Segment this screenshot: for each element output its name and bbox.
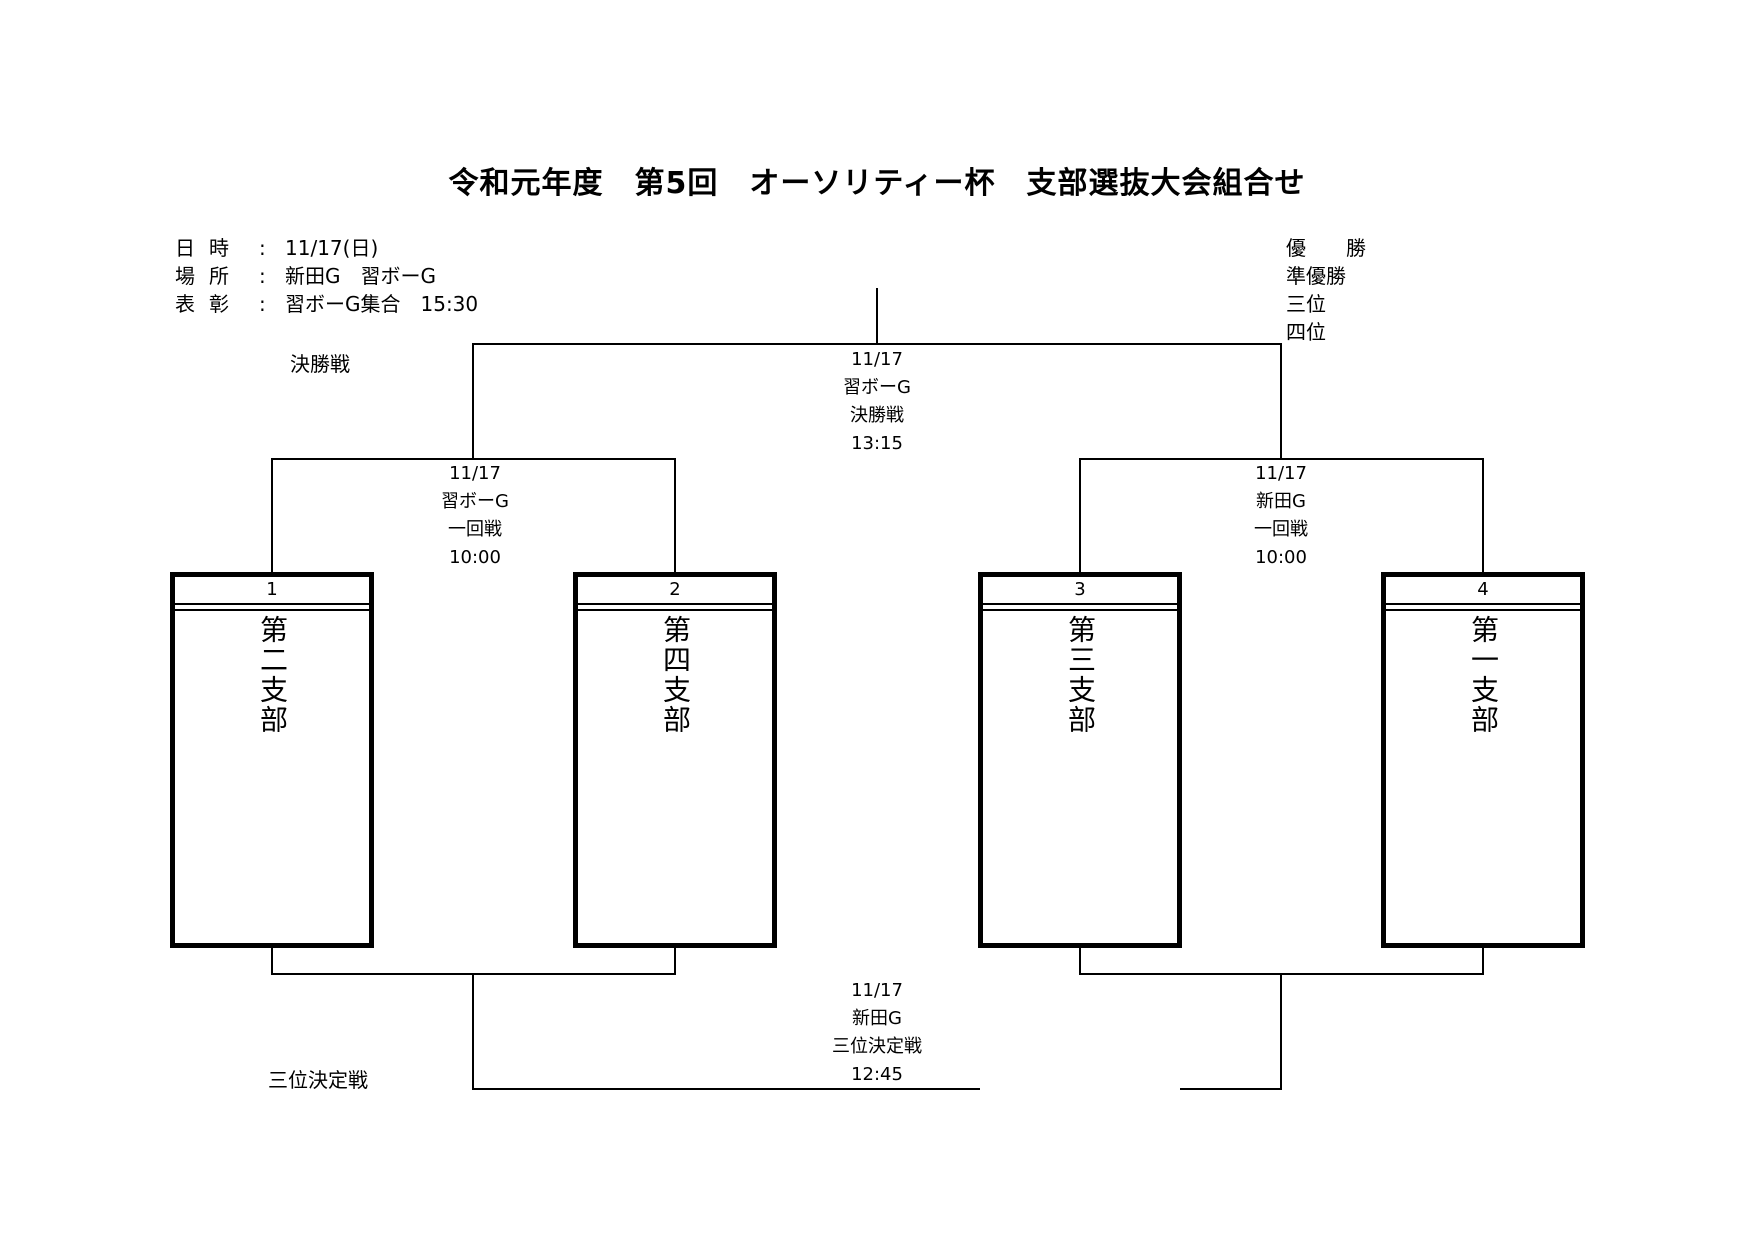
team-name: 第三支部: [1064, 615, 1097, 735]
match-time: 12:45: [851, 1064, 903, 1085]
match-round: 決勝戦: [850, 405, 904, 426]
right-match-info: 11/17 新田G 一回戦 10:00: [1201, 460, 1361, 572]
third-left-line: [472, 974, 980, 1090]
match-date: 11/17: [851, 980, 903, 1001]
match-date: 11/17: [1255, 463, 1307, 484]
match-time: 10:00: [449, 547, 501, 568]
match-time: 10:00: [1255, 547, 1307, 568]
match-venue: 新田G: [1256, 491, 1306, 512]
rank-runner-up: 準優勝: [1286, 264, 1346, 288]
rank-fourth: 四位: [1286, 320, 1326, 344]
double-rule: [578, 605, 772, 611]
info-value: 習ボーG集合 15:30: [285, 292, 479, 316]
info-key: 表彰: [175, 292, 243, 316]
match-round: 三位決定戦: [832, 1036, 922, 1057]
final-bracket-line: [472, 343, 1282, 402]
info-key: 日時: [175, 236, 243, 260]
info-colon: :: [259, 264, 266, 288]
info-colon: :: [259, 236, 266, 260]
info-row-venue: 場所: 新田G 習ボーG: [175, 262, 478, 290]
team-box-3: 3 第三支部: [978, 572, 1182, 948]
info-row-datetime: 日時:11/17(日): [175, 234, 478, 262]
match-round: 一回戦: [1254, 519, 1308, 540]
team-name: 第二支部: [256, 615, 289, 735]
match-date: 11/17: [851, 349, 903, 370]
final-match-info: 11/17 習ボーG 決勝戦 13:15: [797, 346, 957, 458]
seed-number: 4: [1386, 577, 1580, 605]
rank-list: 優 勝 準優勝 三位 四位: [1286, 234, 1366, 346]
rank-champion: 優 勝: [1286, 236, 1366, 260]
info-value: 11/17(日): [285, 236, 379, 260]
third-right-line: [1180, 974, 1282, 1090]
rank-third: 三位: [1286, 292, 1326, 316]
seed-number: 1: [175, 577, 369, 605]
third-match-info: 11/17 新田G 三位決定戦 12:45: [797, 977, 957, 1089]
info-key: 場所: [175, 264, 243, 288]
match-venue: 習ボーG: [843, 377, 911, 398]
match-time: 13:15: [851, 433, 903, 454]
match-round: 一回戦: [448, 519, 502, 540]
double-rule: [1386, 605, 1580, 611]
team-box-4: 4 第一支部: [1381, 572, 1585, 948]
info-value: 新田G 習ボーG: [285, 264, 436, 288]
info-colon: :: [259, 292, 266, 316]
double-rule: [175, 605, 369, 611]
left-match-info: 11/17 習ボーG 一回戦 10:00: [395, 460, 555, 572]
match-venue: 新田G: [852, 1008, 902, 1029]
seed-number: 3: [983, 577, 1177, 605]
right-loser-line: [1079, 948, 1484, 975]
seed-number: 2: [578, 577, 772, 605]
team-name: 第四支部: [659, 615, 692, 735]
info-row-award: 表彰: 習ボーG集合 15:30: [175, 290, 478, 318]
match-venue: 習ボーG: [441, 491, 509, 512]
team-box-1: 1 第二支部: [170, 572, 374, 948]
left-loser-line: [271, 948, 676, 975]
third-place-label: 三位決定戦: [268, 1068, 368, 1092]
match-date: 11/17: [449, 463, 501, 484]
event-info: 日時:11/17(日) 場所:新田G 習ボーG 表彰:習ボーG集合 15:30: [175, 234, 478, 318]
team-name: 第一支部: [1467, 615, 1500, 735]
final-label: 決勝戦: [290, 352, 350, 376]
page-title: 令和元年度 第5回 オーソリティー杯 支部選抜大会組合せ: [448, 166, 1306, 201]
team-box-2: 2 第四支部: [573, 572, 777, 948]
double-rule: [983, 605, 1177, 611]
